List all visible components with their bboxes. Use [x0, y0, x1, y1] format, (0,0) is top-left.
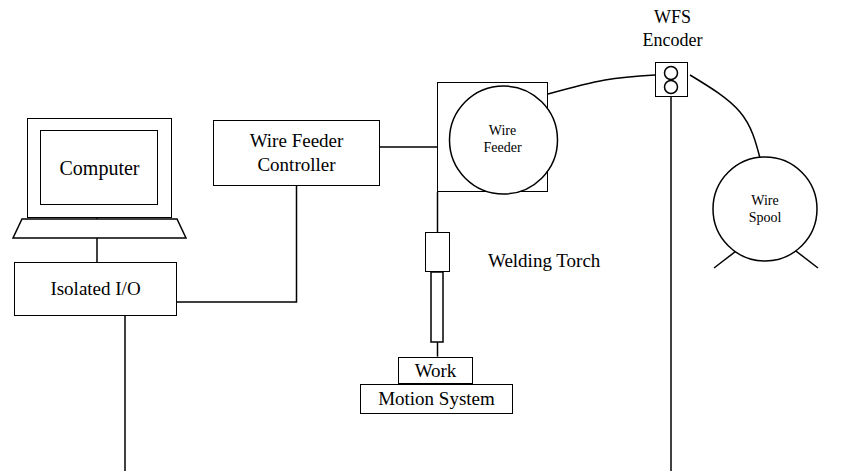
welding-torch: Welding Torch — [425, 232, 450, 272]
controller-box: Wire Feeder Controller — [213, 120, 380, 186]
node-label: Wire Spool — [740, 192, 790, 227]
node-label: Work — [415, 359, 457, 383]
circle-outline — [450, 86, 558, 194]
node-label: Computer — [60, 156, 140, 181]
signal-wire — [124, 316, 126, 471]
node-label: Isolated I/O — [50, 277, 140, 301]
encoder-roller — [665, 81, 678, 94]
connector — [380, 146, 437, 148]
node-label: Wire Feeder — [473, 122, 533, 157]
circle-outline — [713, 157, 817, 261]
torch-nozzle — [431, 272, 443, 342]
signal-wire — [670, 97, 672, 471]
circle-outline — [713, 157, 817, 261]
motion-box: Motion System — [360, 384, 513, 414]
encoder-box: WFS Encoder — [655, 62, 688, 97]
io-box: Isolated I/O — [14, 262, 177, 316]
encoder-roller — [665, 67, 678, 80]
keyboard-base — [13, 219, 186, 238]
work-box: Work — [398, 357, 473, 385]
encoder-rollers — [656, 63, 687, 96]
connector — [548, 75, 655, 94]
connector — [437, 192, 439, 232]
computer-monitor: Computer — [27, 118, 172, 218]
connector — [690, 75, 760, 158]
wire-spool: Wire Spool — [713, 157, 817, 261]
wire-feeder: Wire Feeder — [437, 82, 548, 192]
connector — [177, 186, 297, 302]
node-label: Motion System — [378, 387, 495, 411]
node-label: WFS Encoder — [632, 6, 713, 51]
node-label: Wire Feeder Controller — [237, 129, 357, 177]
node-label: Welding Torch — [488, 249, 618, 273]
